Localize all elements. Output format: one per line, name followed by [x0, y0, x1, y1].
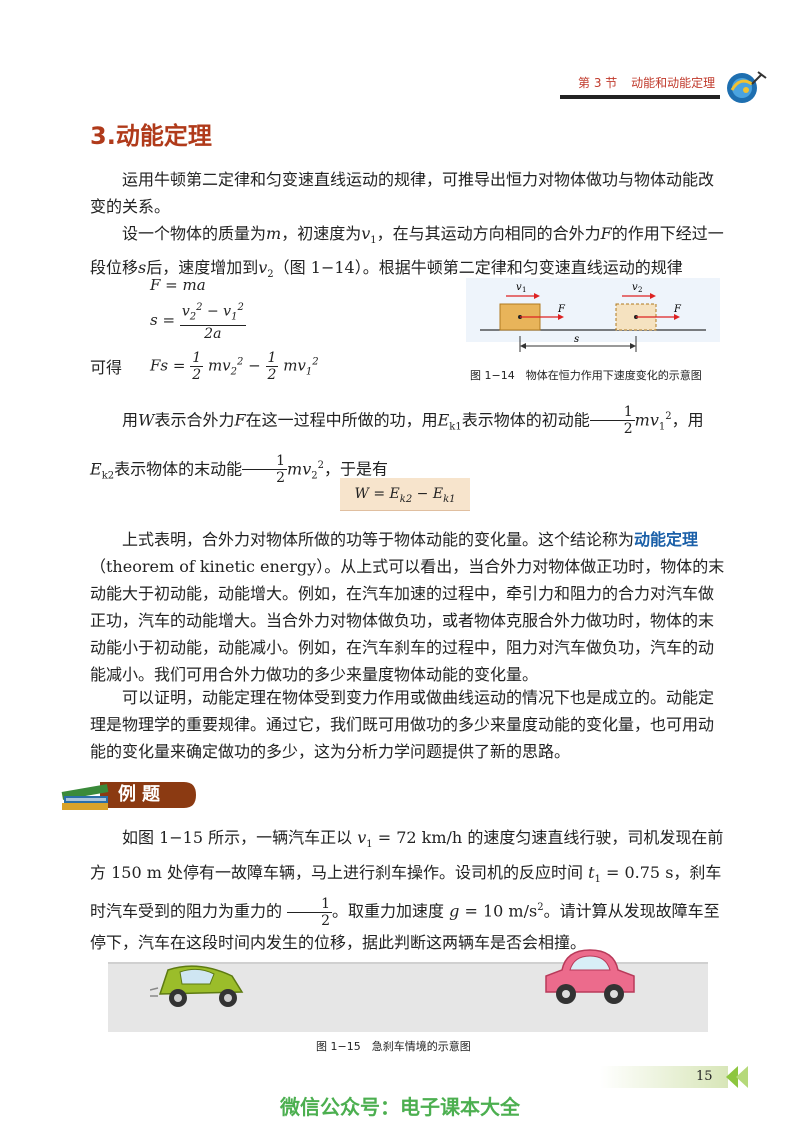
term-kinetic-energy-theorem: 动能定理 — [634, 530, 699, 549]
chapter-logo-icon — [727, 71, 767, 103]
equation-newton: F = ma — [150, 276, 206, 294]
example-label: 例题 — [118, 784, 166, 805]
svg-text:v: v — [516, 282, 522, 293]
running-header: 第 3 节 动能和动能定理 — [578, 74, 715, 93]
svg-text:F: F — [557, 304, 566, 315]
watermark: 微信公众号：电子课本大全 — [280, 1095, 520, 1119]
paragraph-theorem: 上式表明，合外力对物体所做的功等于物体动能的变化量。这个结论称为动能定理（the… — [90, 530, 725, 684]
footer-bar — [600, 1066, 728, 1088]
paragraph-generalization: 可以证明，动能定理在物体受到变力作用或做曲线运动的情况下也是成立的。动能定理是物… — [90, 688, 715, 761]
formula-kinetic-energy-theorem: W = Ek2 − Ek1 — [340, 478, 470, 511]
figure-1-15-caption: 图 1−15 急刹车情境的示意图 — [316, 1040, 471, 1053]
paragraph-setup: 设一个物体的质量为m，初速度为v1，在与其运动方向相同的合外力F的作用下经过一段… — [90, 224, 724, 281]
figure-1-14: v 1 v 2 F F s — [466, 278, 720, 352]
example-banner — [61, 782, 196, 810]
svg-text:F: F — [673, 304, 682, 315]
header-rule — [560, 95, 720, 99]
header-section: 第 3 节 — [578, 76, 618, 90]
page-number: 15 — [696, 1069, 713, 1084]
header-title: 动能和动能定理 — [631, 76, 716, 90]
green-car-icon — [150, 965, 244, 1007]
label-keyi: 可得 — [90, 358, 123, 377]
svg-text:2: 2 — [638, 286, 642, 294]
chevron-left-icon — [726, 1066, 748, 1088]
svg-text:s: s — [574, 334, 579, 345]
figure-1-14-caption: 图 1−14 物体在恒力作用下速度变化的示意图 — [470, 369, 702, 382]
svg-text:v: v — [632, 282, 638, 293]
section-title: 3.动能定理 — [90, 122, 212, 150]
paragraph-example: 如图 1−15 所示，一辆汽车正以 v1 = 72 km/h 的速度匀速直线行驶… — [90, 828, 724, 952]
svg-text:1: 1 — [522, 286, 526, 294]
books-icon — [61, 784, 109, 810]
pink-car-icon — [545, 949, 635, 1004]
paragraph-intro: 运用牛顿第二定律和匀变速直线运动的规律，可推导出恒力对物体做功与物体动能改变的关… — [90, 170, 715, 216]
